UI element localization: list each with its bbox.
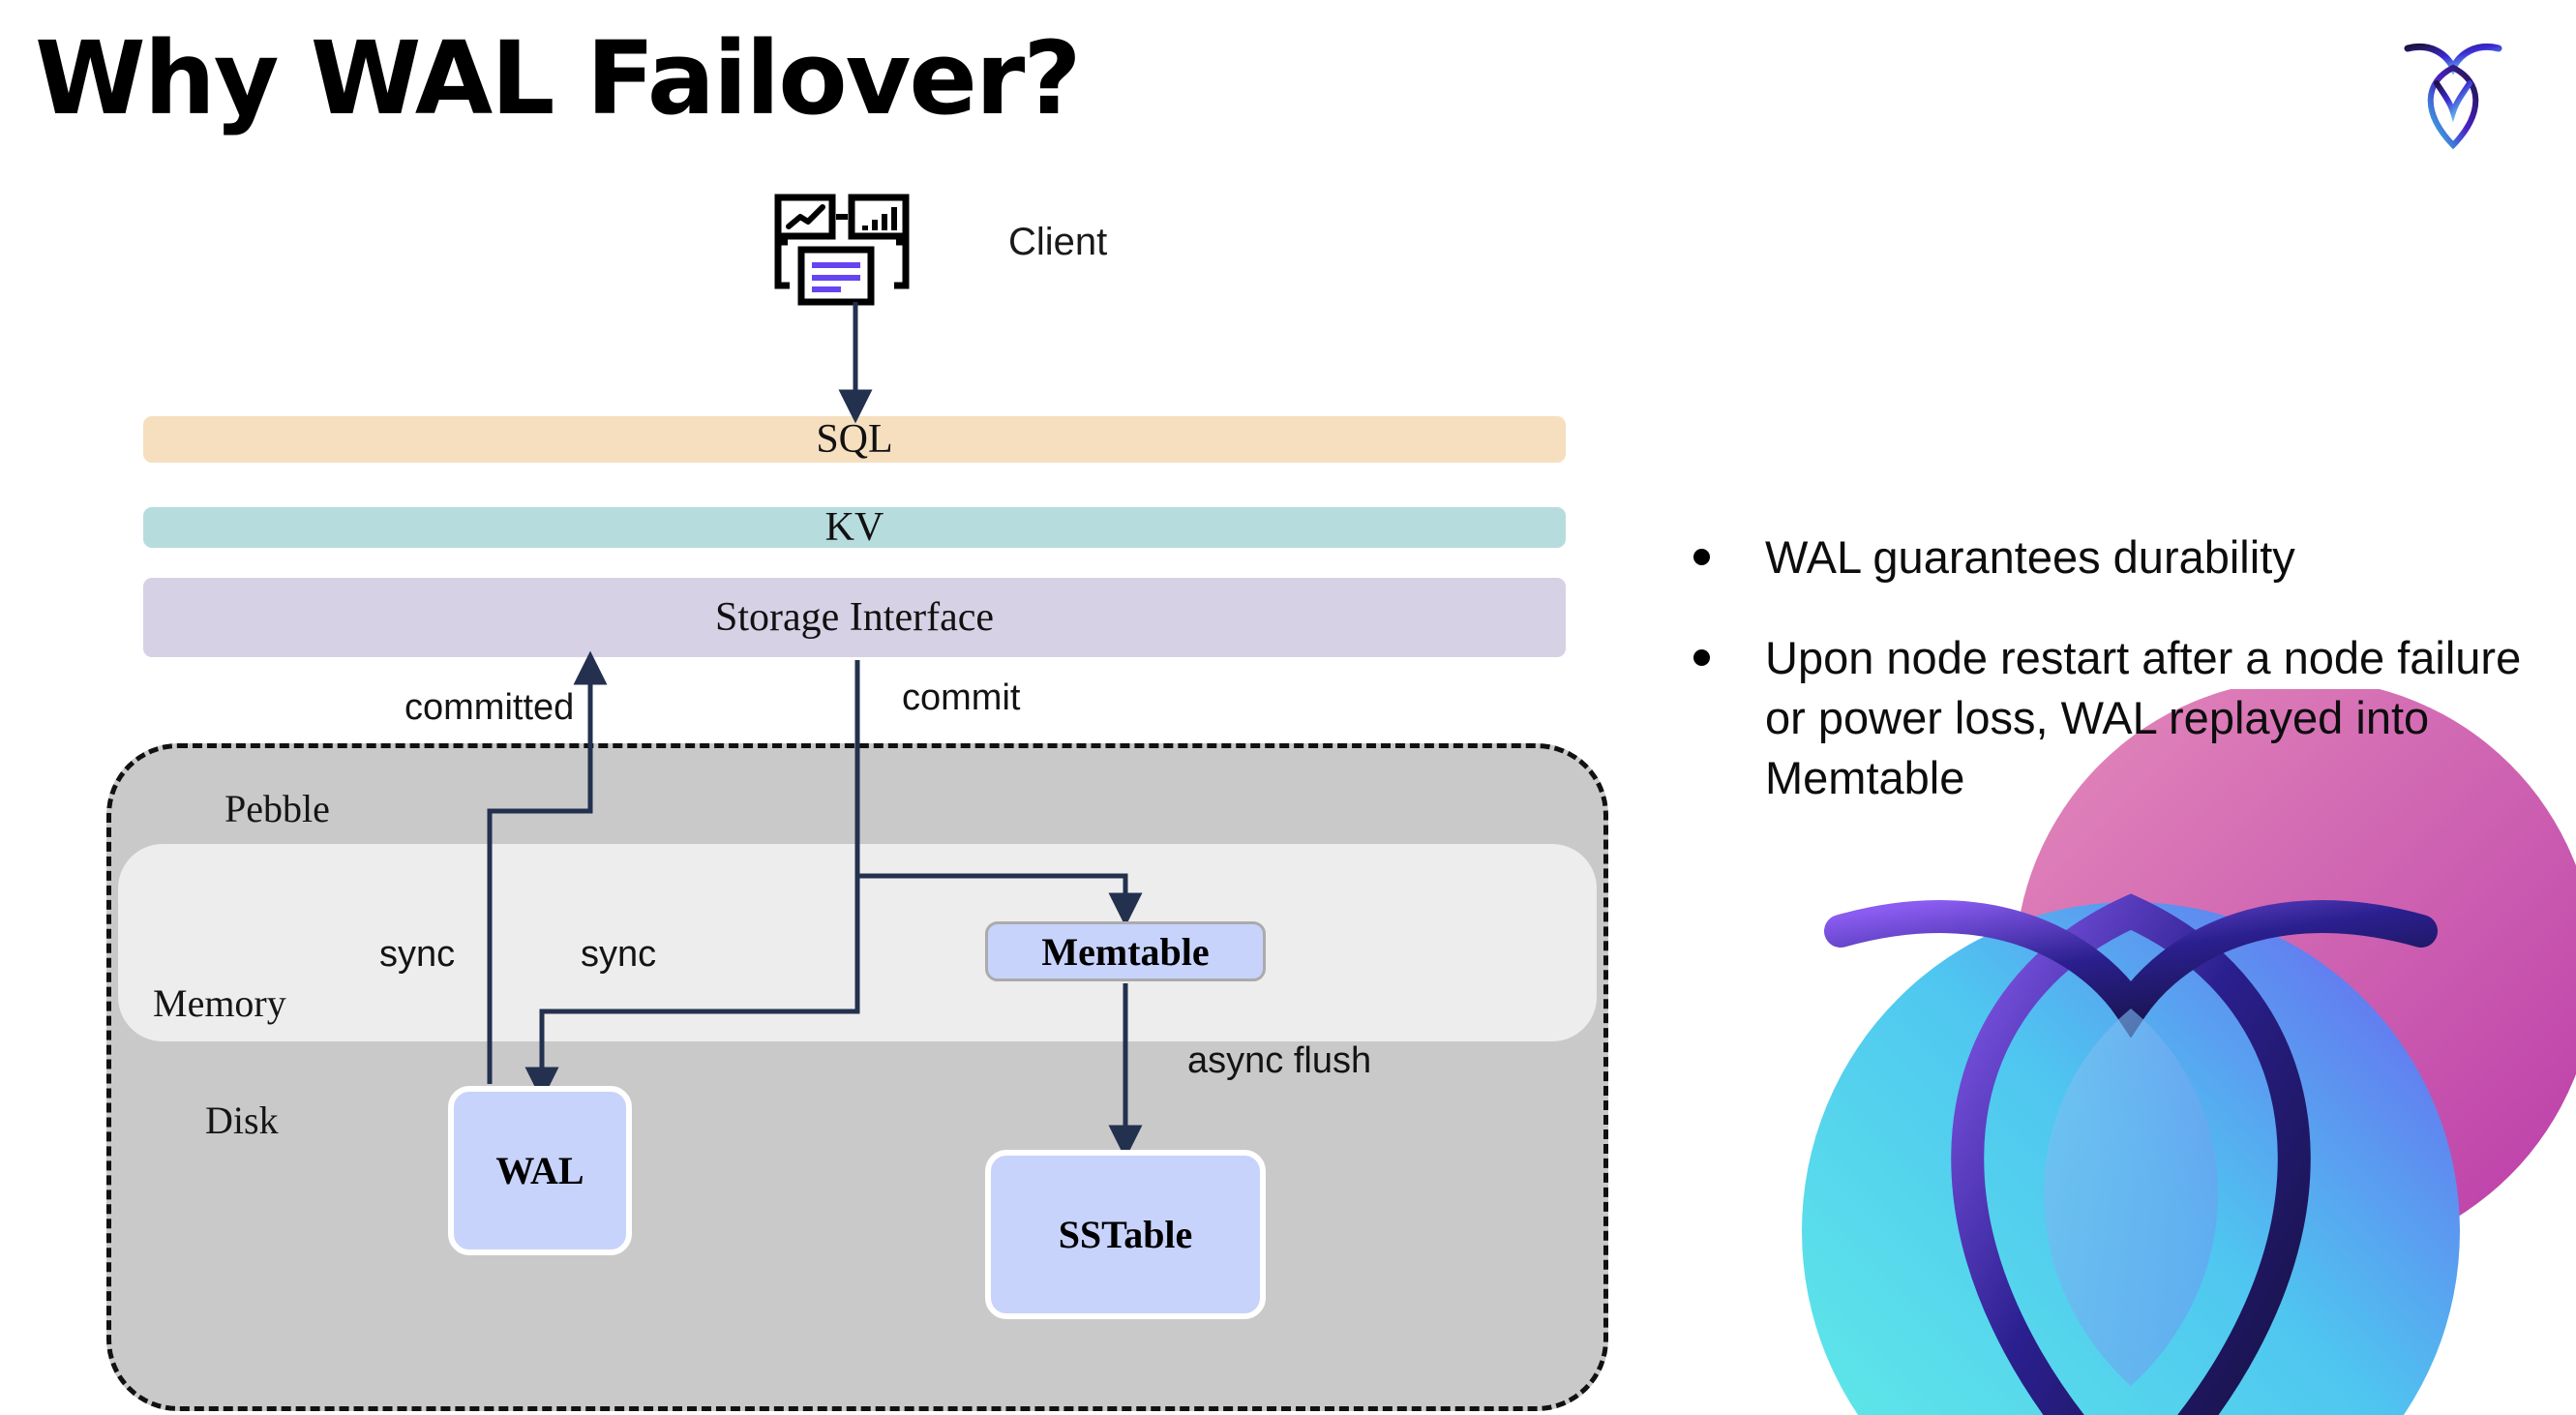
layer-label-sql: SQL — [816, 417, 893, 462]
bullet-dot-icon — [1693, 649, 1710, 667]
edge-label-sync-1: sync — [379, 934, 456, 975]
memory-band — [118, 844, 1597, 1041]
page-title: Why WAL Failover? — [35, 19, 1082, 137]
bullet-text: WAL guarantees durability — [1765, 531, 2295, 583]
store-label-sstable: SSTable — [1058, 1213, 1193, 1256]
edge-label-async-flush: async flush — [1187, 1040, 1372, 1081]
pebble-label: Pebble — [225, 787, 330, 830]
notes-bullet-list: WAL guarantees durability Upon node rest… — [1693, 527, 2526, 849]
client-label: Client — [1008, 221, 1108, 263]
cockroachdb-logo-icon — [2404, 44, 2502, 150]
edge-label-sync-2: sync — [581, 934, 657, 975]
layer-bar-sql: SQL — [143, 416, 1566, 463]
bullet-text: Upon node restart after a node failure o… — [1765, 632, 2522, 804]
client-dashboard-icon — [774, 194, 910, 306]
store-box-sstable: SSTable — [985, 1150, 1266, 1319]
edge-label-commit: commit — [902, 677, 1021, 718]
memory-label: Memory — [153, 981, 286, 1025]
store-label-memtable: Memtable — [1041, 929, 1210, 974]
layer-bar-kv: KV — [143, 505, 1566, 550]
list-item: Upon node restart after a node failure o… — [1693, 628, 2526, 808]
layer-bar-storage-interface: Storage Interface — [143, 578, 1566, 657]
bullet-dot-icon — [1693, 549, 1710, 565]
store-box-wal: WAL — [448, 1086, 632, 1255]
layer-label-storage-interface: Storage Interface — [715, 595, 994, 640]
edge-label-committed: committed — [404, 687, 575, 728]
store-box-memtable: Memtable — [985, 921, 1266, 981]
disk-label: Disk — [205, 1099, 279, 1142]
store-label-wal: WAL — [495, 1149, 584, 1192]
layer-label-kv: KV — [824, 505, 884, 550]
list-item: WAL guarantees durability — [1693, 527, 2526, 587]
